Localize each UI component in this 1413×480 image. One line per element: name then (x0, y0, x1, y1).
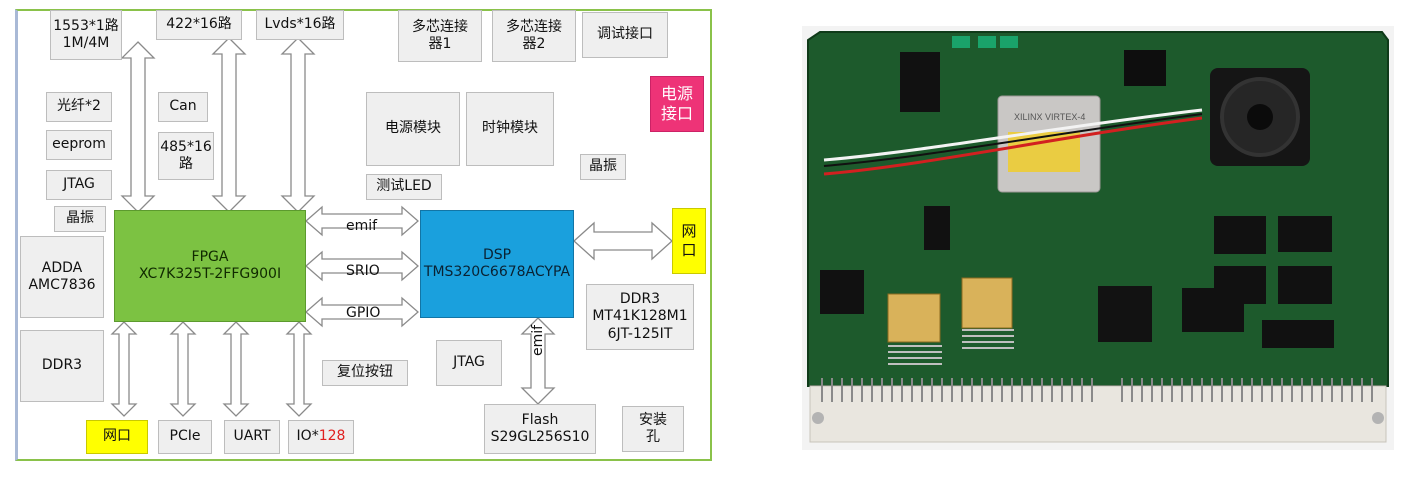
box-pcie: PCIe (158, 420, 212, 454)
link-emif-label: emif (346, 218, 378, 234)
arrow-pcie (169, 321, 197, 417)
gold-chip-2 (961, 277, 1013, 329)
connector-pins (821, 378, 1373, 402)
chip-label: XILINX VIRTEX-4 (1014, 112, 1085, 122)
box-fiber: 光纤*2 (46, 92, 112, 122)
box-485: 485*16 路 (158, 132, 214, 180)
arrow-lvds (280, 37, 316, 213)
box-conn1: 多芯连接 器1 (398, 10, 482, 62)
io-prefix: IO* (296, 428, 319, 445)
arrow-uart (222, 321, 250, 417)
box-flash: Flash S29GL256S10 (484, 404, 596, 454)
diagram-arrows (110, 37, 673, 417)
wire-black (823, 113, 1203, 167)
box-net-right: 网 口 (672, 208, 706, 274)
box-jtag2: JTAG (436, 340, 502, 386)
box-debug: 调试接口 (582, 12, 668, 58)
mount-hole-left (812, 412, 824, 424)
box-ddr3: DDR3 (20, 330, 104, 402)
box-jtag: JTAG (46, 170, 112, 200)
heatsink-fins (888, 329, 1014, 365)
pcb-photo: XILINX VIRTEX-4 (802, 26, 1394, 450)
box-osc2: 晶振 (580, 154, 626, 180)
box-io: IO*128 (288, 420, 354, 454)
box-adda: ADDA AMC7836 (20, 236, 104, 318)
dsp-block: DSP TMS320C6678ACYPA (420, 210, 574, 318)
box-clock-module: 时钟模块 (466, 92, 554, 166)
fpga-block: FPGA XC7K325T-2FFG900I (114, 210, 306, 322)
arrow-422 (211, 37, 247, 213)
box-power-interface: 电源 接口 (650, 76, 704, 132)
box-conn2: 多芯连接 器2 (492, 10, 576, 62)
arrow-io (285, 321, 313, 417)
power-module-chip (1124, 50, 1166, 86)
box-422: 422*16路 (156, 10, 242, 40)
top-connector-2 (978, 36, 996, 48)
link-emif-vertical-label: emif (530, 324, 546, 356)
box-ddr3-dsp: DDR3 MT41K128M1 6JT-125IT (586, 284, 694, 350)
gold-chip-1 (887, 293, 941, 343)
link-gpio-label: GPIO (346, 305, 381, 321)
wire-red (823, 116, 1203, 176)
wire-white (823, 108, 1203, 162)
memory-chip-3 (1278, 216, 1332, 252)
arrow-net (573, 221, 673, 261)
dsp-chip (1098, 286, 1152, 342)
small-chip-2 (924, 206, 950, 250)
memory-chip-6 (1182, 288, 1244, 332)
arrow-1553 (120, 41, 156, 213)
diagram-frame (15, 9, 712, 461)
small-chip-3 (900, 52, 940, 112)
box-can: Can (158, 92, 208, 122)
box-lvds: Lvds*16路 (256, 10, 344, 40)
memory-chip-1 (1214, 216, 1266, 254)
box-mount-hole: 安装 孔 (622, 406, 684, 452)
mount-hole-right (1372, 412, 1384, 424)
memory-chip-5 (1262, 320, 1334, 348)
arrow-emif (305, 205, 419, 237)
link-srio-label: SRIO (346, 263, 380, 279)
box-test-led: 测试LED (366, 174, 442, 200)
box-net-bottom: 网口 (86, 420, 148, 454)
box-uart: UART (224, 420, 280, 454)
top-connector-1 (952, 36, 970, 48)
arrow-net-bottom (110, 321, 138, 417)
edge-connector (809, 385, 1387, 443)
arrow-gpio (305, 296, 419, 328)
box-power-module: 电源模块 (366, 92, 460, 166)
memory-chip-4 (1278, 266, 1332, 304)
arrow-srio (305, 250, 419, 282)
box-reset: 复位按钮 (322, 360, 408, 386)
top-connector-3 (1000, 36, 1018, 48)
box-1553: 1553*1路 1M/4M (50, 10, 122, 60)
box-eeprom: eeprom (46, 130, 112, 160)
box-osc: 晶振 (54, 206, 106, 232)
fan-hub (1247, 104, 1273, 130)
small-chip-1 (820, 270, 864, 314)
io-count: 128 (318, 428, 346, 445)
